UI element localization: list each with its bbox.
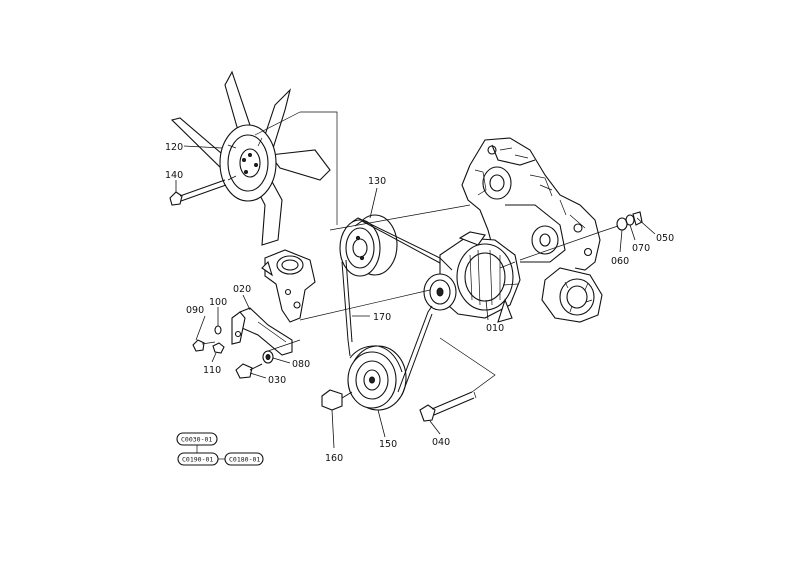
- callout-070: 070: [632, 243, 650, 254]
- tension-bracket: [231, 307, 293, 356]
- callout-140: 140: [165, 170, 183, 181]
- bolt-030: [235, 363, 263, 379]
- oil-filter: [541, 267, 603, 323]
- assembly-lines: [254, 111, 601, 393]
- callout-060: 060: [611, 256, 629, 267]
- engine-block: [461, 137, 603, 323]
- adjust-bolt-050-070-060: [599, 211, 643, 233]
- callout-030: 030: [268, 375, 286, 386]
- water-pump-pulley: [339, 214, 398, 277]
- callout-160: 160: [325, 453, 343, 464]
- reference-label-1: C0030-01: [181, 436, 212, 444]
- callout-040: 040: [432, 437, 450, 448]
- bolt-140: [169, 179, 227, 206]
- cooling-fan: [170, 70, 331, 246]
- callout-050: 050: [656, 233, 674, 244]
- leader-lines: [175, 145, 656, 449]
- bolt-160: [321, 389, 353, 411]
- nut-110: [212, 342, 225, 354]
- reference-tree: C0030-01 C0190-01 C0180-01: [176, 432, 264, 466]
- callout-100: 100: [209, 297, 227, 308]
- callout-020: 020: [233, 284, 251, 295]
- callout-120: 120: [165, 142, 183, 153]
- callout-090: 090: [186, 305, 204, 316]
- crankshaft-pulley: [347, 345, 407, 411]
- washer-080: [262, 350, 274, 364]
- callout-150: 150: [379, 439, 397, 450]
- thermostat-housing: [261, 249, 316, 323]
- alternator: [423, 231, 521, 323]
- callouts: 120 140 130 050 070 060 010 020 090 100 …: [165, 142, 674, 464]
- bolt-090: [192, 339, 216, 352]
- callout-010: 010: [486, 323, 504, 334]
- callout-080: 080: [292, 359, 310, 370]
- callout-130: 130: [368, 176, 386, 187]
- v-belt: [341, 217, 453, 396]
- callout-170: 170: [373, 312, 391, 323]
- reference-label-3: C0180-01: [229, 456, 260, 464]
- bolt-040: [419, 391, 477, 422]
- callout-110: 110: [203, 365, 221, 376]
- washer-100: [214, 325, 222, 335]
- reference-label-2: C0190-01: [182, 456, 213, 464]
